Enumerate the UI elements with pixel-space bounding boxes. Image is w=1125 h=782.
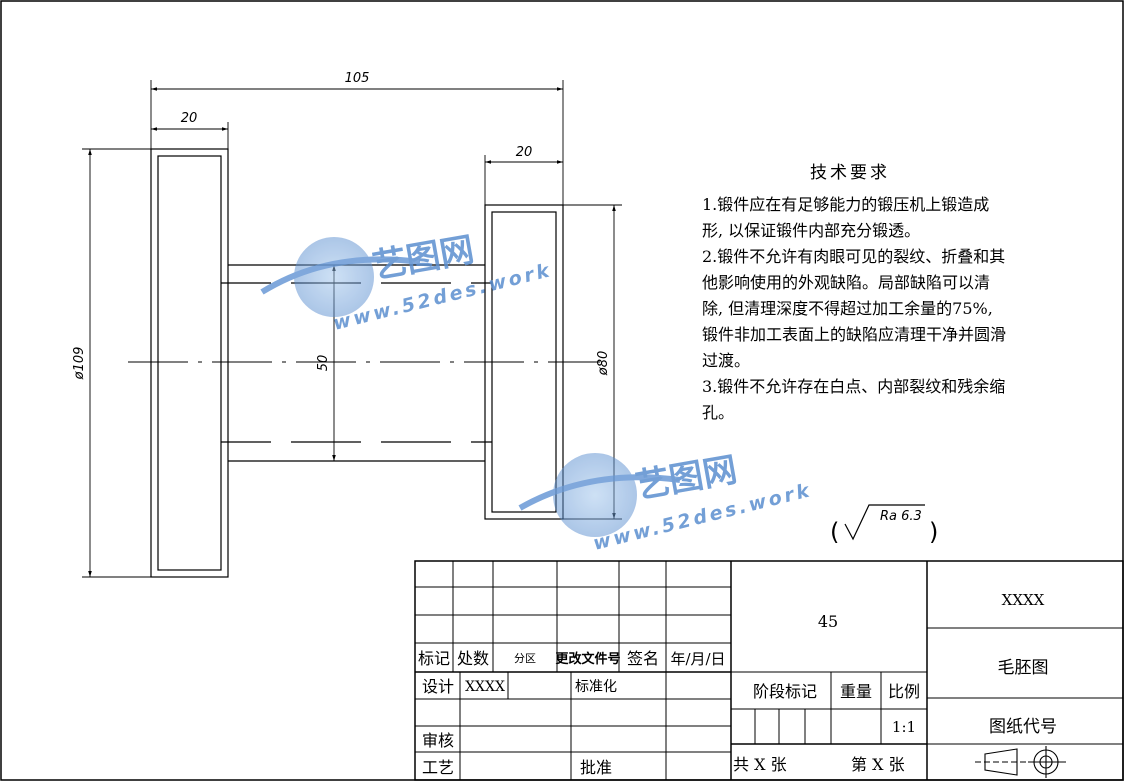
tb-drawing-name: 毛胚图 [998,658,1049,678]
tb-sheet-no: 第 X 张 [851,755,905,774]
tb-col-sign: 签名 [627,649,659,668]
label-shaft-diameter: 50 [316,355,331,372]
watermark-1: 艺图网 www.52des.work [260,230,554,335]
label-overall-length: 105 [345,71,370,86]
label-right-flange-width: 20 [516,145,533,160]
tech-line: 他影响使用的外观缺陷。局部缺陷可以清 [702,273,990,292]
title-block [414,560,1124,781]
tb-weight-label: 重量 [840,682,872,701]
label-right-diameter: ø80 [596,351,611,377]
center-lines [128,240,600,485]
tb-material: 45 [818,612,838,631]
tb-approve-label: 批准 [580,758,612,777]
tech-line: 锻件非加工表面上的缺陷应清理干净并圆滑 [702,325,1006,344]
watermark-2: 艺图网 www.52des.work [518,450,814,555]
tb-total-sheets: 共 X 张 [733,755,787,774]
tb-scale-label: 比例 [888,682,920,701]
svg-text:(: ( [830,518,839,546]
title-block-text: 标记 处数 分区 更改文件号 签名 年/月/日 设计 XXXX 标准化 审核 工… [418,591,1057,777]
left-flange-outer [150,148,229,578]
svg-text:): ) [929,518,938,546]
tb-review-label: 审核 [422,731,454,750]
dimension-labels: 105 20 20 ø109 50 ø80 [72,71,611,380]
label-left-flange-width: 20 [181,111,198,126]
tech-line: 孔。 [702,403,734,422]
tb-design-value: XXXX [465,679,505,695]
tech-line: 3.锻件不允许存在白点、内部裂纹和残余缩 [702,377,1005,396]
tb-col-date: 年/月/日 [670,650,725,668]
tech-line: 除, 但清理深度不得超过加工余量的75%, [702,299,993,318]
tech-requirements: 技术要求 1.锻件应在有足够能力的锻压机上锻造成 形, 以保证锻件内部充分锻透。… [702,163,1006,422]
tech-requirements-title: 技术要求 [810,163,890,183]
tb-process-label: 工艺 [422,758,454,777]
watermark-brand: 艺图网 [370,230,477,287]
tb-company: XXXX [1002,591,1045,609]
watermark-brand: 艺图网 [633,450,740,507]
tb-col-zone: 分区 [514,652,536,665]
globe-icon [553,453,637,537]
part-geometry [150,148,564,578]
globe-icon [294,237,374,317]
roughness-value: Ra 6.3 [880,509,922,524]
tb-standard-label: 标准化 [575,679,617,695]
tech-line: 1.锻件应在有足够能力的锻压机上锻造成 [702,195,989,214]
tech-line: 形, 以保证锻件内部充分锻透。 [702,221,920,240]
tb-col-count: 处数 [457,649,489,668]
projection-symbol-icon [975,746,1066,778]
tb-stage-label: 阶段标记 [753,682,817,701]
tb-design-label: 设计 [422,677,454,696]
left-flange-inner [157,155,222,571]
tb-scale-value: 1:1 [892,718,916,736]
tb-col-mark: 标记 [418,649,450,668]
tech-line: 过渡。 [702,351,750,370]
tech-line: 2.锻件不允许有肉眼可见的裂纹、折叠和其 [702,247,1005,266]
roughness-symbol: ( ) Ra 6.3 [830,504,938,546]
tb-drawing-code-label: 图纸代号 [989,717,1057,737]
tb-col-doc: 更改文件号 [555,651,620,667]
label-left-diameter: ø109 [72,347,87,381]
